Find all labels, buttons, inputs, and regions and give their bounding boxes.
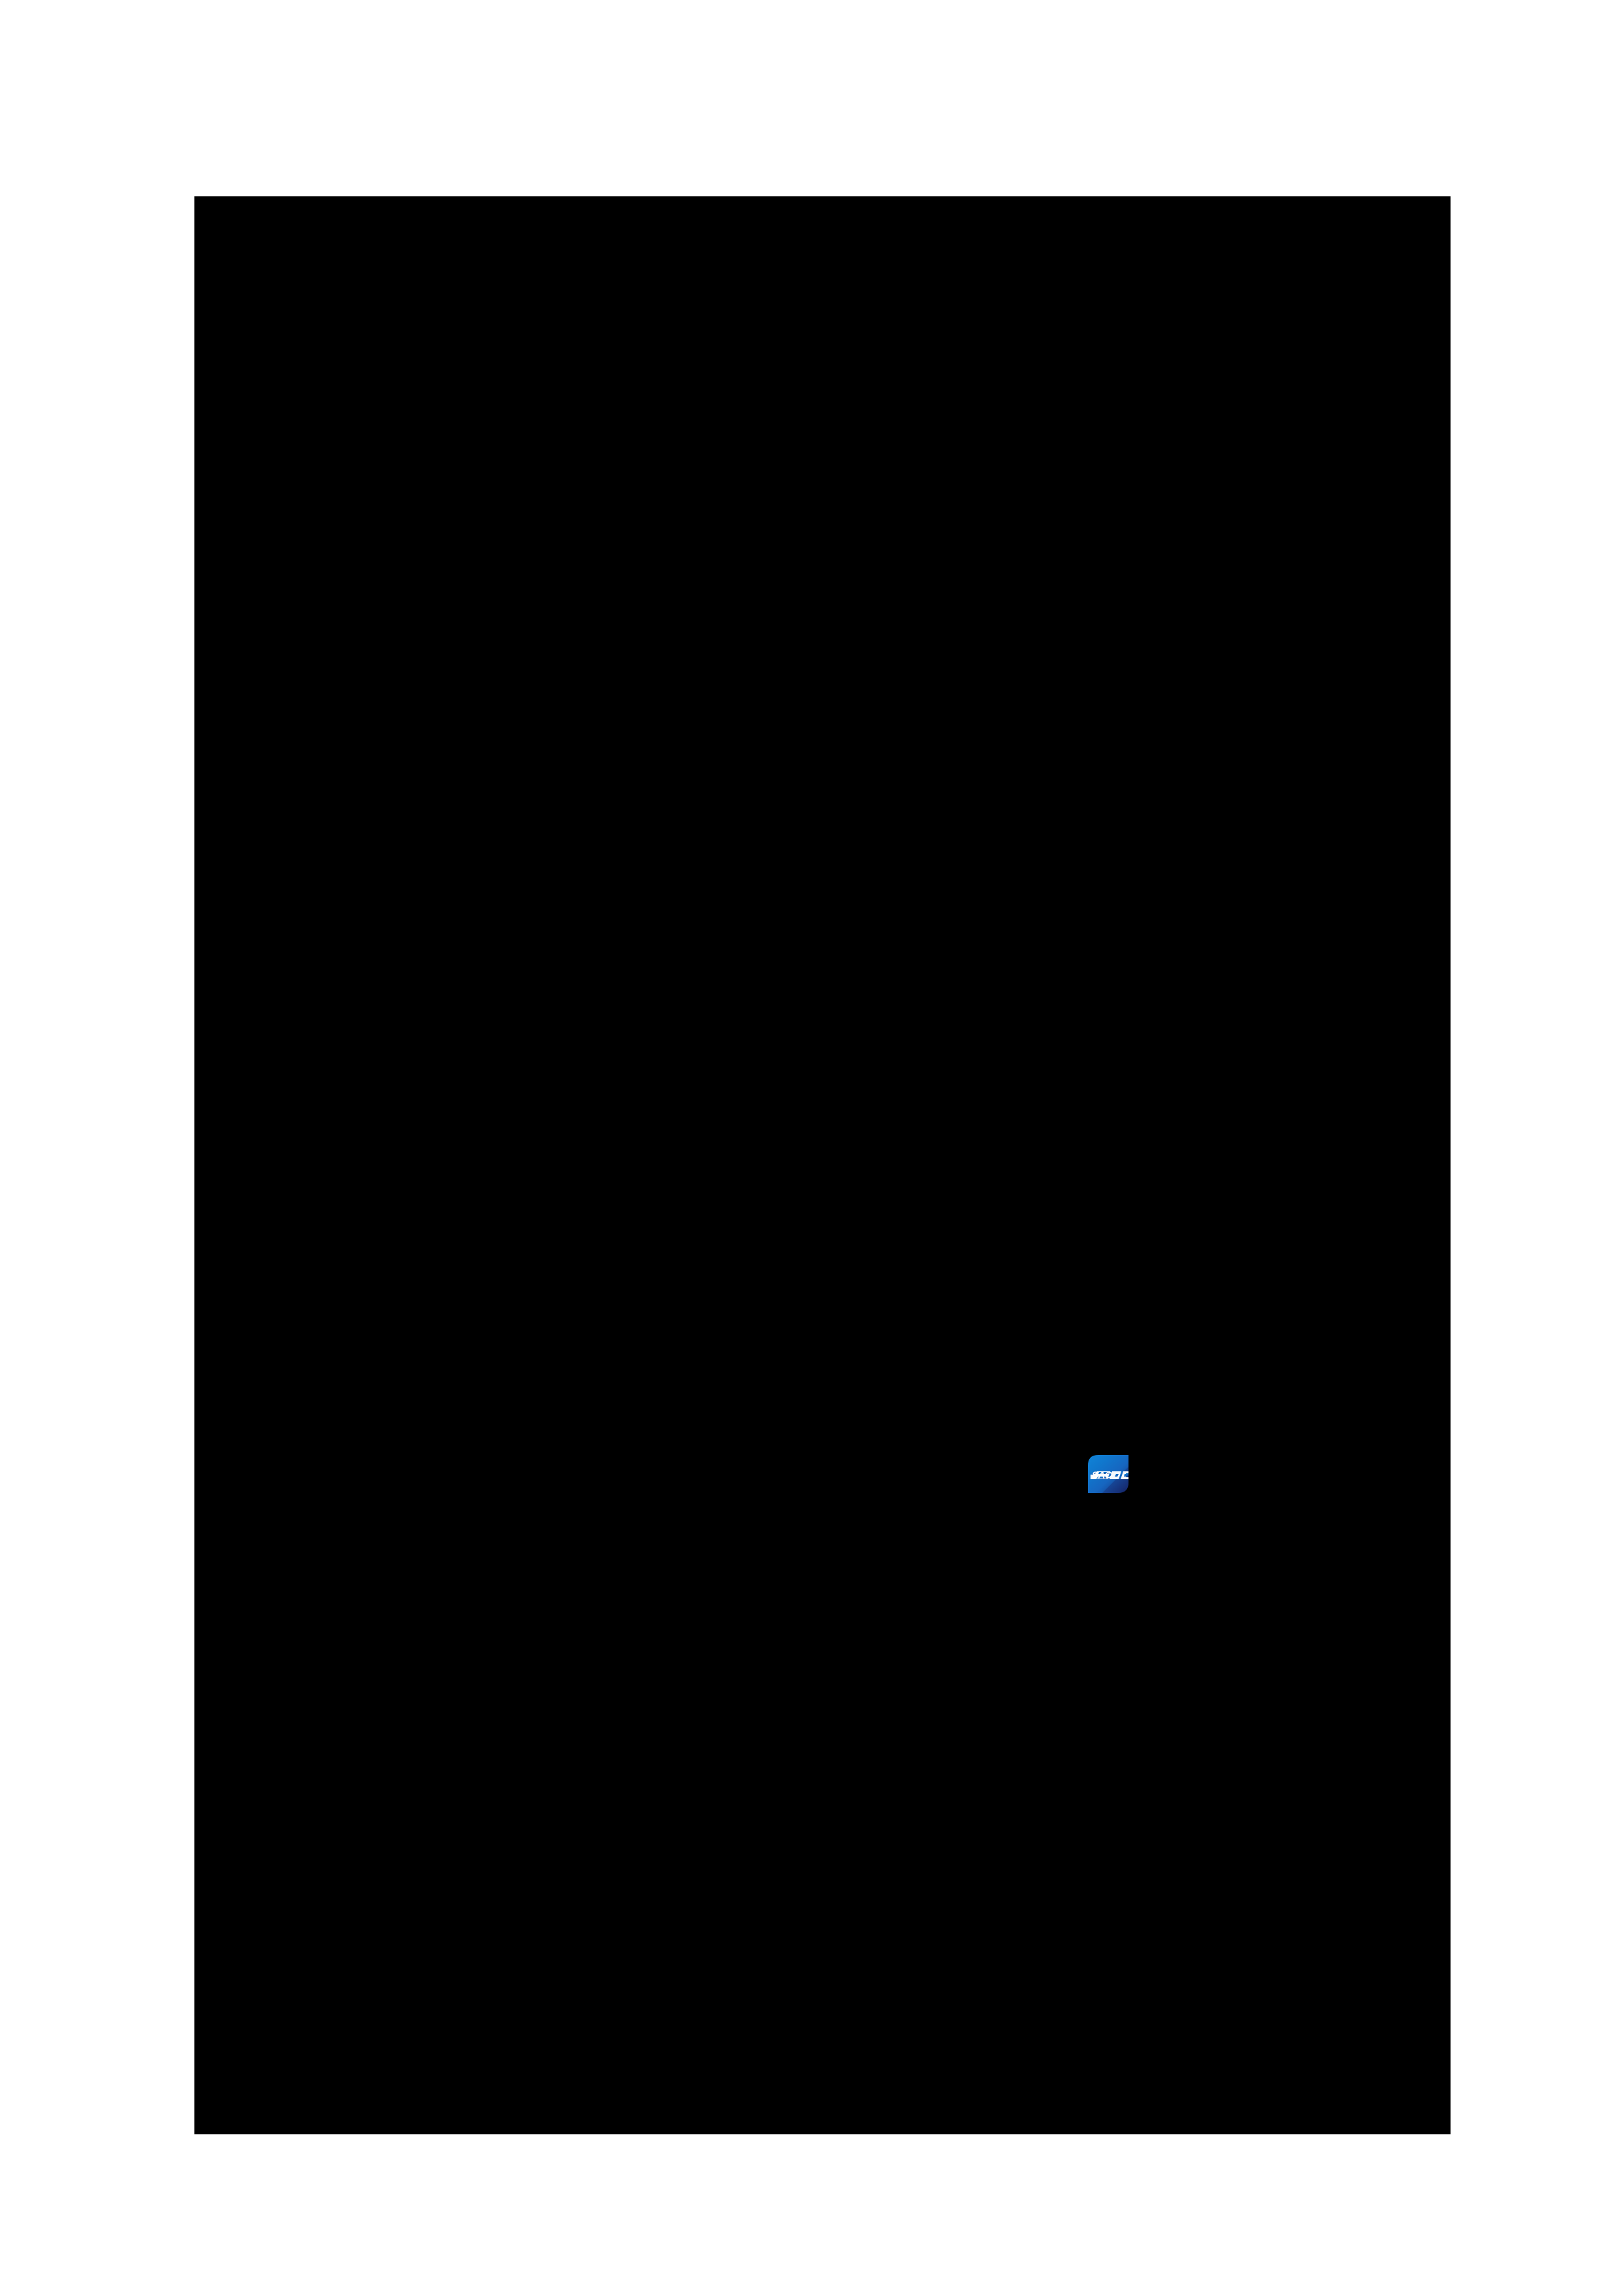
sac-logo-svg: SAC	[1088, 1455, 1128, 1493]
sac-letter-cuts	[1091, 1471, 1128, 1479]
black-content-area	[194, 196, 1451, 2134]
sac-logo-icon: SAC	[1087, 1454, 1128, 1494]
sac-wordmark-text: SAC	[1092, 1470, 1113, 1481]
